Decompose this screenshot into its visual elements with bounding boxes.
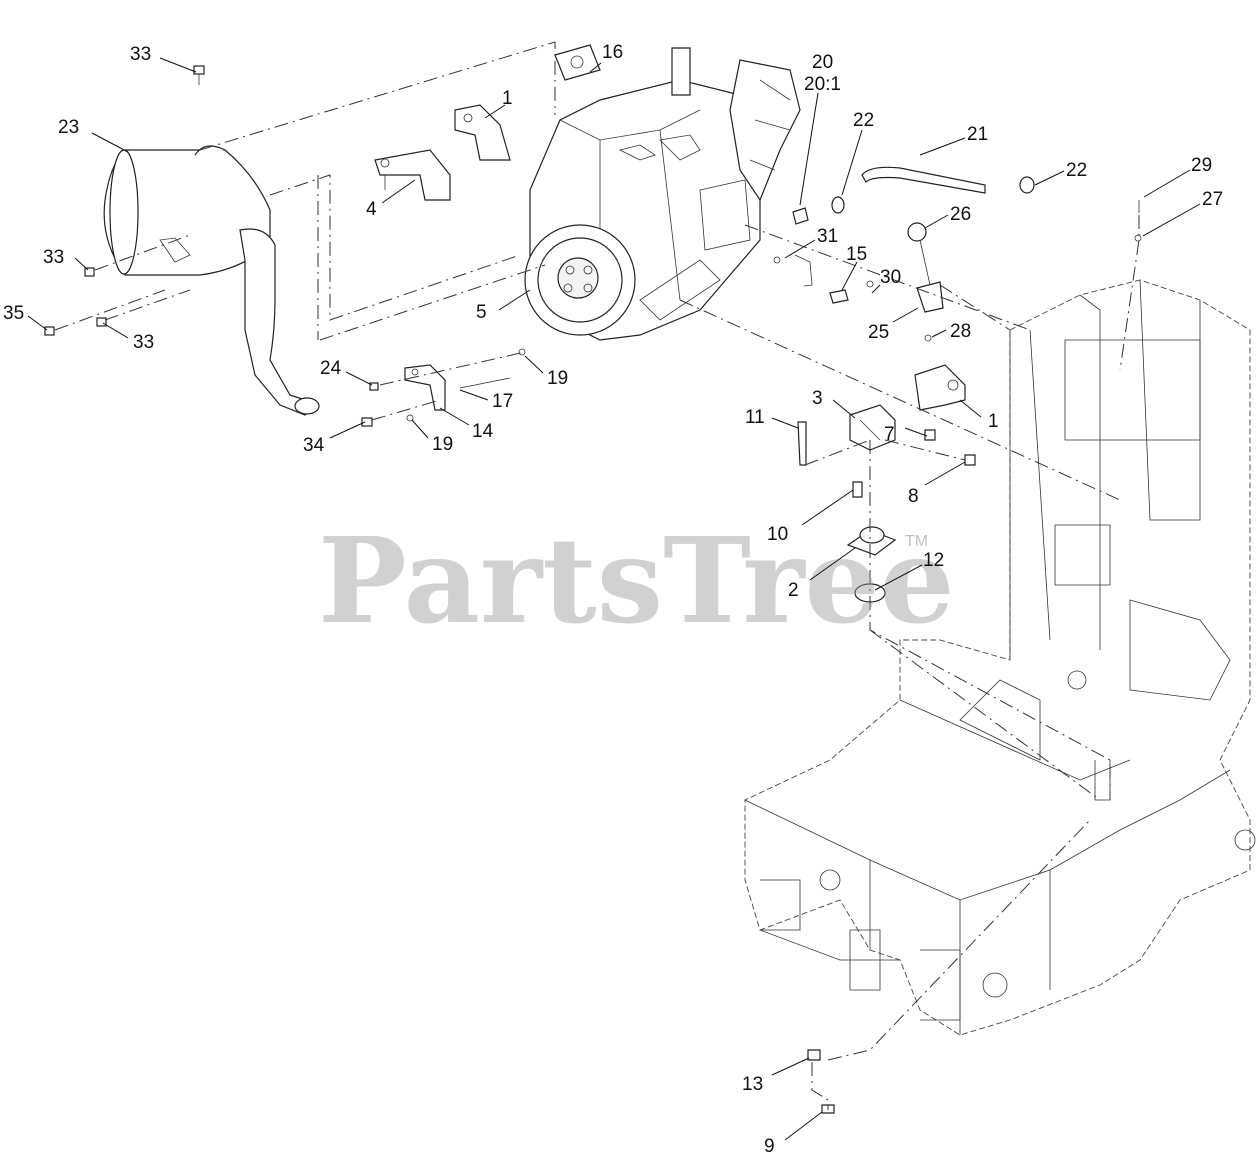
callout-20: 20	[812, 52, 833, 73]
callout-14: 14	[472, 421, 494, 442]
leader-lines	[27, 57, 1201, 1141]
watermark-text: PartsTree	[318, 511, 955, 650]
callout-35: 35	[3, 303, 24, 324]
watermark-trademark: TM	[905, 533, 928, 550]
callout-23: 23	[58, 117, 79, 138]
callout-11: 11	[745, 407, 765, 428]
bracket-4	[374, 149, 451, 201]
fitting-20	[792, 207, 809, 225]
callout-30: 30	[880, 267, 901, 288]
callout-5: 5	[476, 302, 487, 323]
callout-21: 21	[967, 124, 988, 145]
chassis-frame	[744, 279, 1256, 1036]
callout-15: 15	[846, 244, 867, 265]
callout-labels: 33 16 1 23 4 20 20:1 22 21 22 29 27 26 3…	[3, 42, 1223, 1157]
callout-10: 10	[767, 524, 788, 545]
alignment-lines	[54, 41, 1140, 1110]
callout-33: 33	[43, 247, 64, 268]
callout-24: 24	[320, 358, 342, 379]
throttle-lever-25	[916, 281, 944, 313]
callout-12: 12	[923, 550, 944, 571]
callout-31: 31	[817, 226, 838, 247]
fuel-hose-21	[861, 166, 986, 194]
bracket-14	[404, 364, 446, 411]
callout-4: 4	[366, 199, 377, 220]
callout-3: 3	[812, 388, 823, 409]
isolator-mount-2	[846, 526, 897, 556]
callout-25: 25	[868, 322, 889, 343]
callout-26: 26	[950, 204, 971, 225]
callout-28: 28	[950, 321, 971, 342]
callout-34: 34	[303, 435, 325, 456]
callout-19: 19	[547, 368, 568, 389]
callout-7: 7	[884, 424, 895, 445]
callout-29: 29	[1191, 155, 1212, 176]
callout-1: 1	[988, 411, 999, 432]
callout-17: 17	[492, 391, 513, 412]
engine-bracket-left	[454, 104, 511, 161]
muffler	[103, 145, 320, 416]
link-31	[773, 254, 813, 287]
callout-16: 16	[602, 42, 623, 63]
mount-bracket-3	[849, 404, 896, 451]
callout-8: 8	[908, 486, 919, 507]
callout-33: 33	[130, 44, 151, 65]
throttle-knob-26	[907, 222, 931, 286]
watermark: PartsTree TM	[318, 511, 955, 650]
callout-22: 22	[853, 110, 874, 131]
callout-19: 19	[432, 434, 453, 455]
rod-15	[829, 289, 849, 304]
callout-22: 22	[1066, 160, 1087, 181]
callout-1: 1	[502, 88, 513, 109]
engine-bracket-right	[914, 364, 966, 411]
engine	[524, 44, 801, 341]
hardware	[44, 65, 1142, 1114]
callout-20-1: 20:1	[804, 74, 841, 95]
hose-clamp-22a	[831, 196, 845, 214]
callout-13: 13	[742, 1074, 763, 1095]
hose-clamp-22b	[1019, 176, 1035, 194]
callout-2: 2	[788, 580, 799, 601]
callout-33: 33	[133, 332, 154, 353]
callout-27: 27	[1202, 189, 1223, 210]
callout-9: 9	[764, 1136, 775, 1157]
